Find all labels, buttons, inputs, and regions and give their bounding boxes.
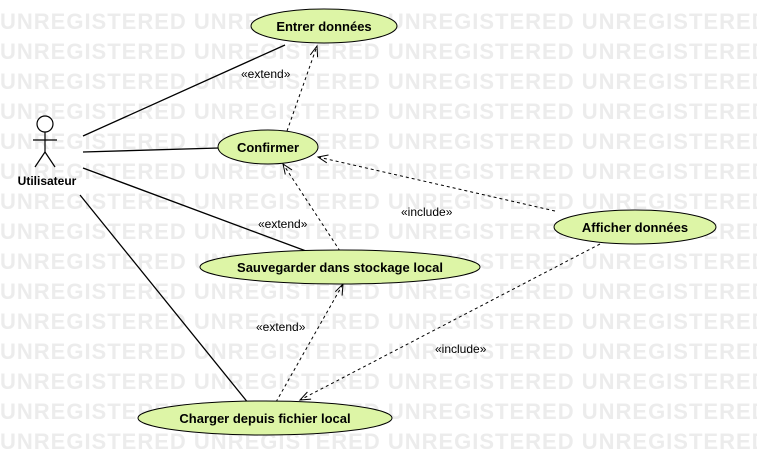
use-case-sauvegarder[interactable]: Sauvegarder dans stockage local <box>199 249 481 285</box>
extend-label-sauvegarder: «extend» <box>258 217 308 231</box>
actor-name: Utilisateur <box>18 174 77 188</box>
include-charger-arrowhead <box>298 391 312 401</box>
actor-left-leg <box>34 151 46 168</box>
actor-head <box>36 115 54 133</box>
use-case-sauvegarder-label: Sauvegarder dans stockage local <box>237 260 443 275</box>
watermark-layer: UNREGISTERED UNREGISTERED UNREGISTERED U… <box>0 9 757 454</box>
watermark-row: UNREGISTERED UNREGISTERED UNREGISTERED U… <box>0 339 757 364</box>
use-case-confirmer-label: Confirmer <box>237 140 299 155</box>
extend-sauvegarder-line <box>282 163 341 252</box>
watermark-row: UNREGISTERED UNREGISTERED UNREGISTERED U… <box>0 309 757 334</box>
use-case-afficher[interactable]: Afficher données <box>553 209 717 245</box>
include-label-charger: «include» <box>435 342 487 356</box>
use-case-entrer-label: Entrer données <box>276 19 371 34</box>
association-entrer <box>82 44 286 137</box>
extend-charger-line <box>275 283 344 403</box>
actor-utilisateur[interactable]: Utilisateur <box>18 115 77 188</box>
include-confirmer-arrowhead <box>316 154 329 164</box>
actor-right-leg <box>44 151 56 168</box>
use-case-afficher-shape <box>553 209 717 245</box>
association-charger <box>79 194 250 405</box>
use-case-charger[interactable]: Charger depuis fichier local <box>137 400 393 436</box>
watermark-row: UNREGISTERED UNREGISTERED UNREGISTERED U… <box>0 69 757 94</box>
extend-label-charger: «extend» <box>256 320 306 334</box>
watermark-row: UNREGISTERED UNREGISTERED UNREGISTERED U… <box>0 159 757 184</box>
include-confirmer-line <box>317 156 556 212</box>
watermark-row: UNREGISTERED UNREGISTERED UNREGISTERED U… <box>0 369 757 394</box>
use-case-afficher-label: Afficher données <box>582 220 688 235</box>
extend-label-entrer: «extend» <box>241 67 291 81</box>
watermark-row: UNREGISTERED UNREGISTERED UNREGISTERED U… <box>0 429 757 454</box>
extend-sauvegarder-arrowhead <box>282 162 293 175</box>
associations <box>79 44 307 405</box>
watermark-row: UNREGISTERED UNREGISTERED UNREGISTERED U… <box>0 129 757 154</box>
use-case-confirmer[interactable]: Confirmer <box>217 129 319 165</box>
association-confirmer <box>82 147 220 153</box>
watermark-row: UNREGISTERED UNREGISTERED UNREGISTERED U… <box>0 39 757 64</box>
extend-entrer-arrowhead <box>309 44 319 58</box>
use-case-confirmer-shape <box>217 129 319 165</box>
use-case-charger-label: Charger depuis fichier local <box>179 411 350 426</box>
association-sauvegarder <box>82 167 307 252</box>
use-case-sauvegarder-shape <box>199 249 481 285</box>
stereotype-labels: «extend» «extend» «extend» «include» «in… <box>241 67 487 356</box>
watermark-row: UNREGISTERED UNREGISTERED UNREGISTERED U… <box>0 99 757 124</box>
use-case-entrer-shape <box>250 8 398 44</box>
use-case-charger-shape <box>137 400 393 436</box>
include-charger-line <box>299 243 601 401</box>
use-case-entrer[interactable]: Entrer données <box>250 8 398 44</box>
include-label-confirmer: «include» <box>401 205 453 219</box>
